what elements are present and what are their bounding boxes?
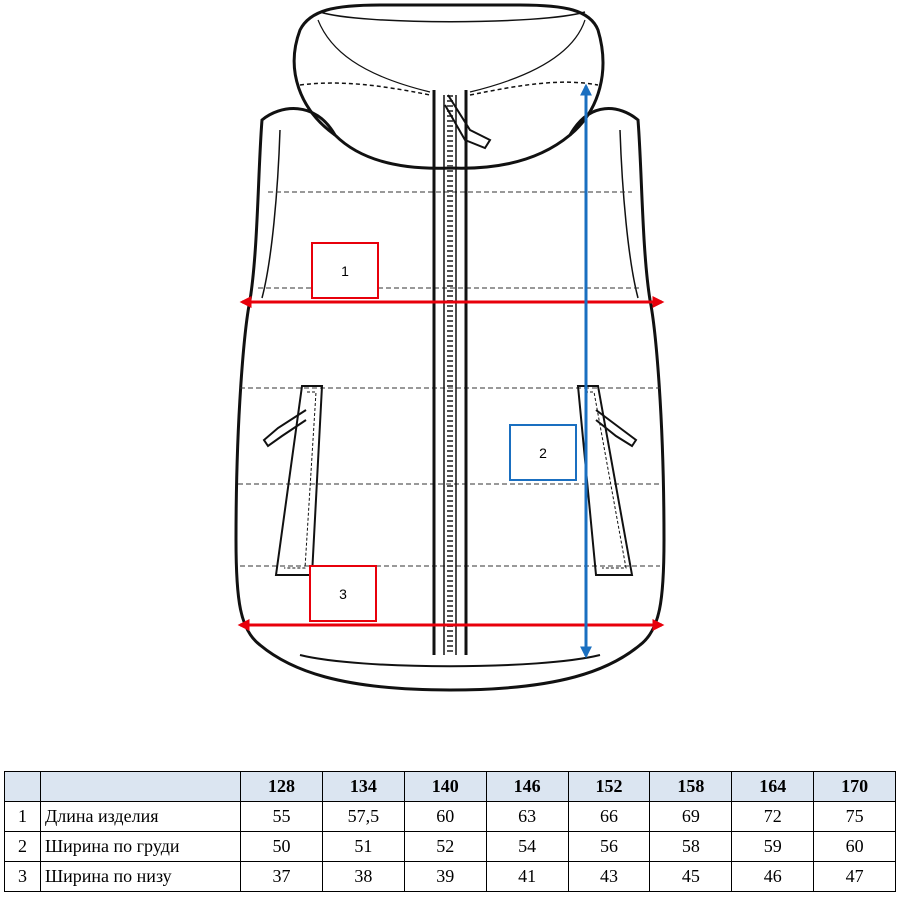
quilting-lines — [238, 191, 662, 567]
table-row: 2 Ширина по груди 50 51 52 54 56 58 59 6… — [4, 831, 896, 862]
marker-box-1: 1 — [311, 242, 379, 299]
table-cell: 63 — [485, 801, 569, 832]
header-size: 170 — [813, 771, 896, 802]
table-cell: 41 — [485, 861, 569, 892]
table-cell: 39 — [403, 861, 487, 892]
header-size: 158 — [649, 771, 733, 802]
table-cell: 58 — [649, 831, 733, 862]
table-row: 1 Длина изделия 55 57,5 60 63 66 69 72 7… — [4, 801, 896, 832]
table-cell: 45 — [649, 861, 733, 892]
row-index: 3 — [4, 861, 41, 892]
table-cell: 50 — [240, 831, 323, 862]
header-blank — [4, 771, 41, 802]
row-name: Длина изделия — [40, 801, 241, 832]
table-cell: 43 — [567, 861, 651, 892]
vest-hood — [292, 3, 605, 137]
table-cell: 57,5 — [321, 801, 405, 832]
table-cell: 59 — [731, 831, 815, 862]
header-size: 140 — [403, 771, 487, 802]
marker-box-2: 2 — [509, 424, 577, 481]
header-size: 134 — [321, 771, 405, 802]
marker-label-1: 1 — [341, 263, 349, 279]
table-cell: 38 — [321, 861, 405, 892]
header-size: 152 — [567, 771, 651, 802]
table-cell: 37 — [240, 861, 323, 892]
header-size: 164 — [731, 771, 815, 802]
row-index: 1 — [4, 801, 41, 832]
table-cell: 66 — [567, 801, 651, 832]
row-name: Ширина по груди — [40, 831, 241, 862]
table-cell: 69 — [649, 801, 733, 832]
table-cell: 46 — [731, 861, 815, 892]
left-pocket — [262, 385, 324, 576]
marker-box-3: 3 — [309, 565, 377, 622]
table-cell: 56 — [567, 831, 651, 862]
table-cell: 75 — [813, 801, 896, 832]
header-blank — [40, 771, 241, 802]
table-row: 3 Ширина по низу 37 38 39 41 43 45 46 47 — [4, 861, 896, 892]
vest-sketch: 1 2 3 — [234, 3, 666, 692]
table-cell: 55 — [240, 801, 323, 832]
table-cell: 51 — [321, 831, 405, 862]
table-cell: 47 — [813, 861, 896, 892]
header-size: 146 — [485, 771, 569, 802]
marker-label-3: 3 — [339, 586, 347, 602]
row-index: 2 — [4, 831, 41, 862]
size-table-header: 128 134 140 146 152 158 164 170 — [4, 771, 896, 802]
vest-body — [234, 107, 666, 692]
table-cell: 72 — [731, 801, 815, 832]
header-size: 128 — [240, 771, 323, 802]
table-cell: 54 — [485, 831, 569, 862]
size-table: 128 134 140 146 152 158 164 170 1 Длина … — [4, 771, 896, 892]
table-cell: 60 — [813, 831, 896, 862]
center-zipper — [432, 90, 492, 655]
table-cell: 52 — [403, 831, 487, 862]
table-cell: 60 — [403, 801, 487, 832]
row-name: Ширина по низу — [40, 861, 241, 892]
marker-label-2: 2 — [539, 445, 547, 461]
